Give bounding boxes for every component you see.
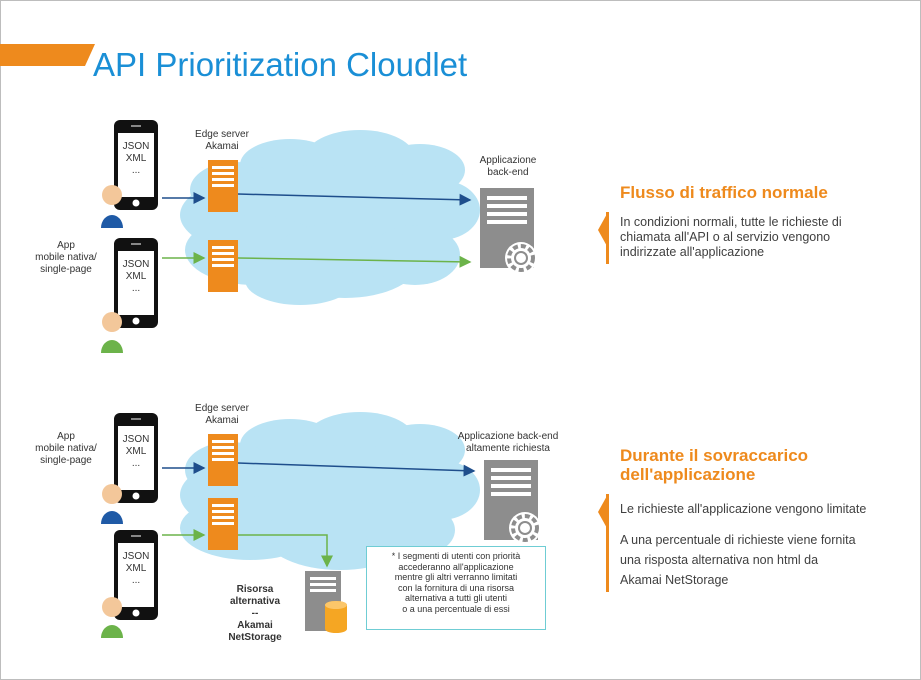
user-top-1 <box>101 185 123 228</box>
edge-server-bottom-2 <box>208 498 238 550</box>
edge-server-bottom-1 <box>208 434 238 486</box>
cloud-top <box>180 130 480 305</box>
title-accent-bar <box>0 44 95 66</box>
side2-text1: Le richieste all'applicazione vengono li… <box>620 502 867 516</box>
backend-server-top <box>480 188 537 274</box>
edge-server-top-1 <box>208 160 238 212</box>
side1-text: In condizioni normali, tutte le richiest… <box>620 215 842 259</box>
page-title: API Prioritization Cloudlet <box>93 46 468 83</box>
arrow-bottom-blue-2 <box>237 462 476 477</box>
phone-bottom-2 <box>114 530 158 620</box>
phone-top-2 <box>114 238 158 328</box>
side2-text2: A una percentuale di richieste viene for… <box>620 533 856 587</box>
user-top-2 <box>101 312 123 353</box>
user-bottom-1 <box>101 484 123 524</box>
user-bottom-2 <box>101 597 123 638</box>
side-marker-top <box>606 212 609 264</box>
edge-server-top-2 <box>208 240 238 292</box>
arrow-bottom-green-2 <box>238 534 333 568</box>
phone-bottom-1 <box>114 413 158 503</box>
arrow-top-green-2 <box>237 255 472 268</box>
arrow-top-blue-2 <box>237 193 472 206</box>
phone-top-1 <box>114 120 158 210</box>
netstorage-server <box>305 571 347 633</box>
side-marker-bottom <box>606 494 609 592</box>
side1-title: Flusso di traffico normale <box>620 183 828 202</box>
backend-server-bottom <box>484 460 541 544</box>
